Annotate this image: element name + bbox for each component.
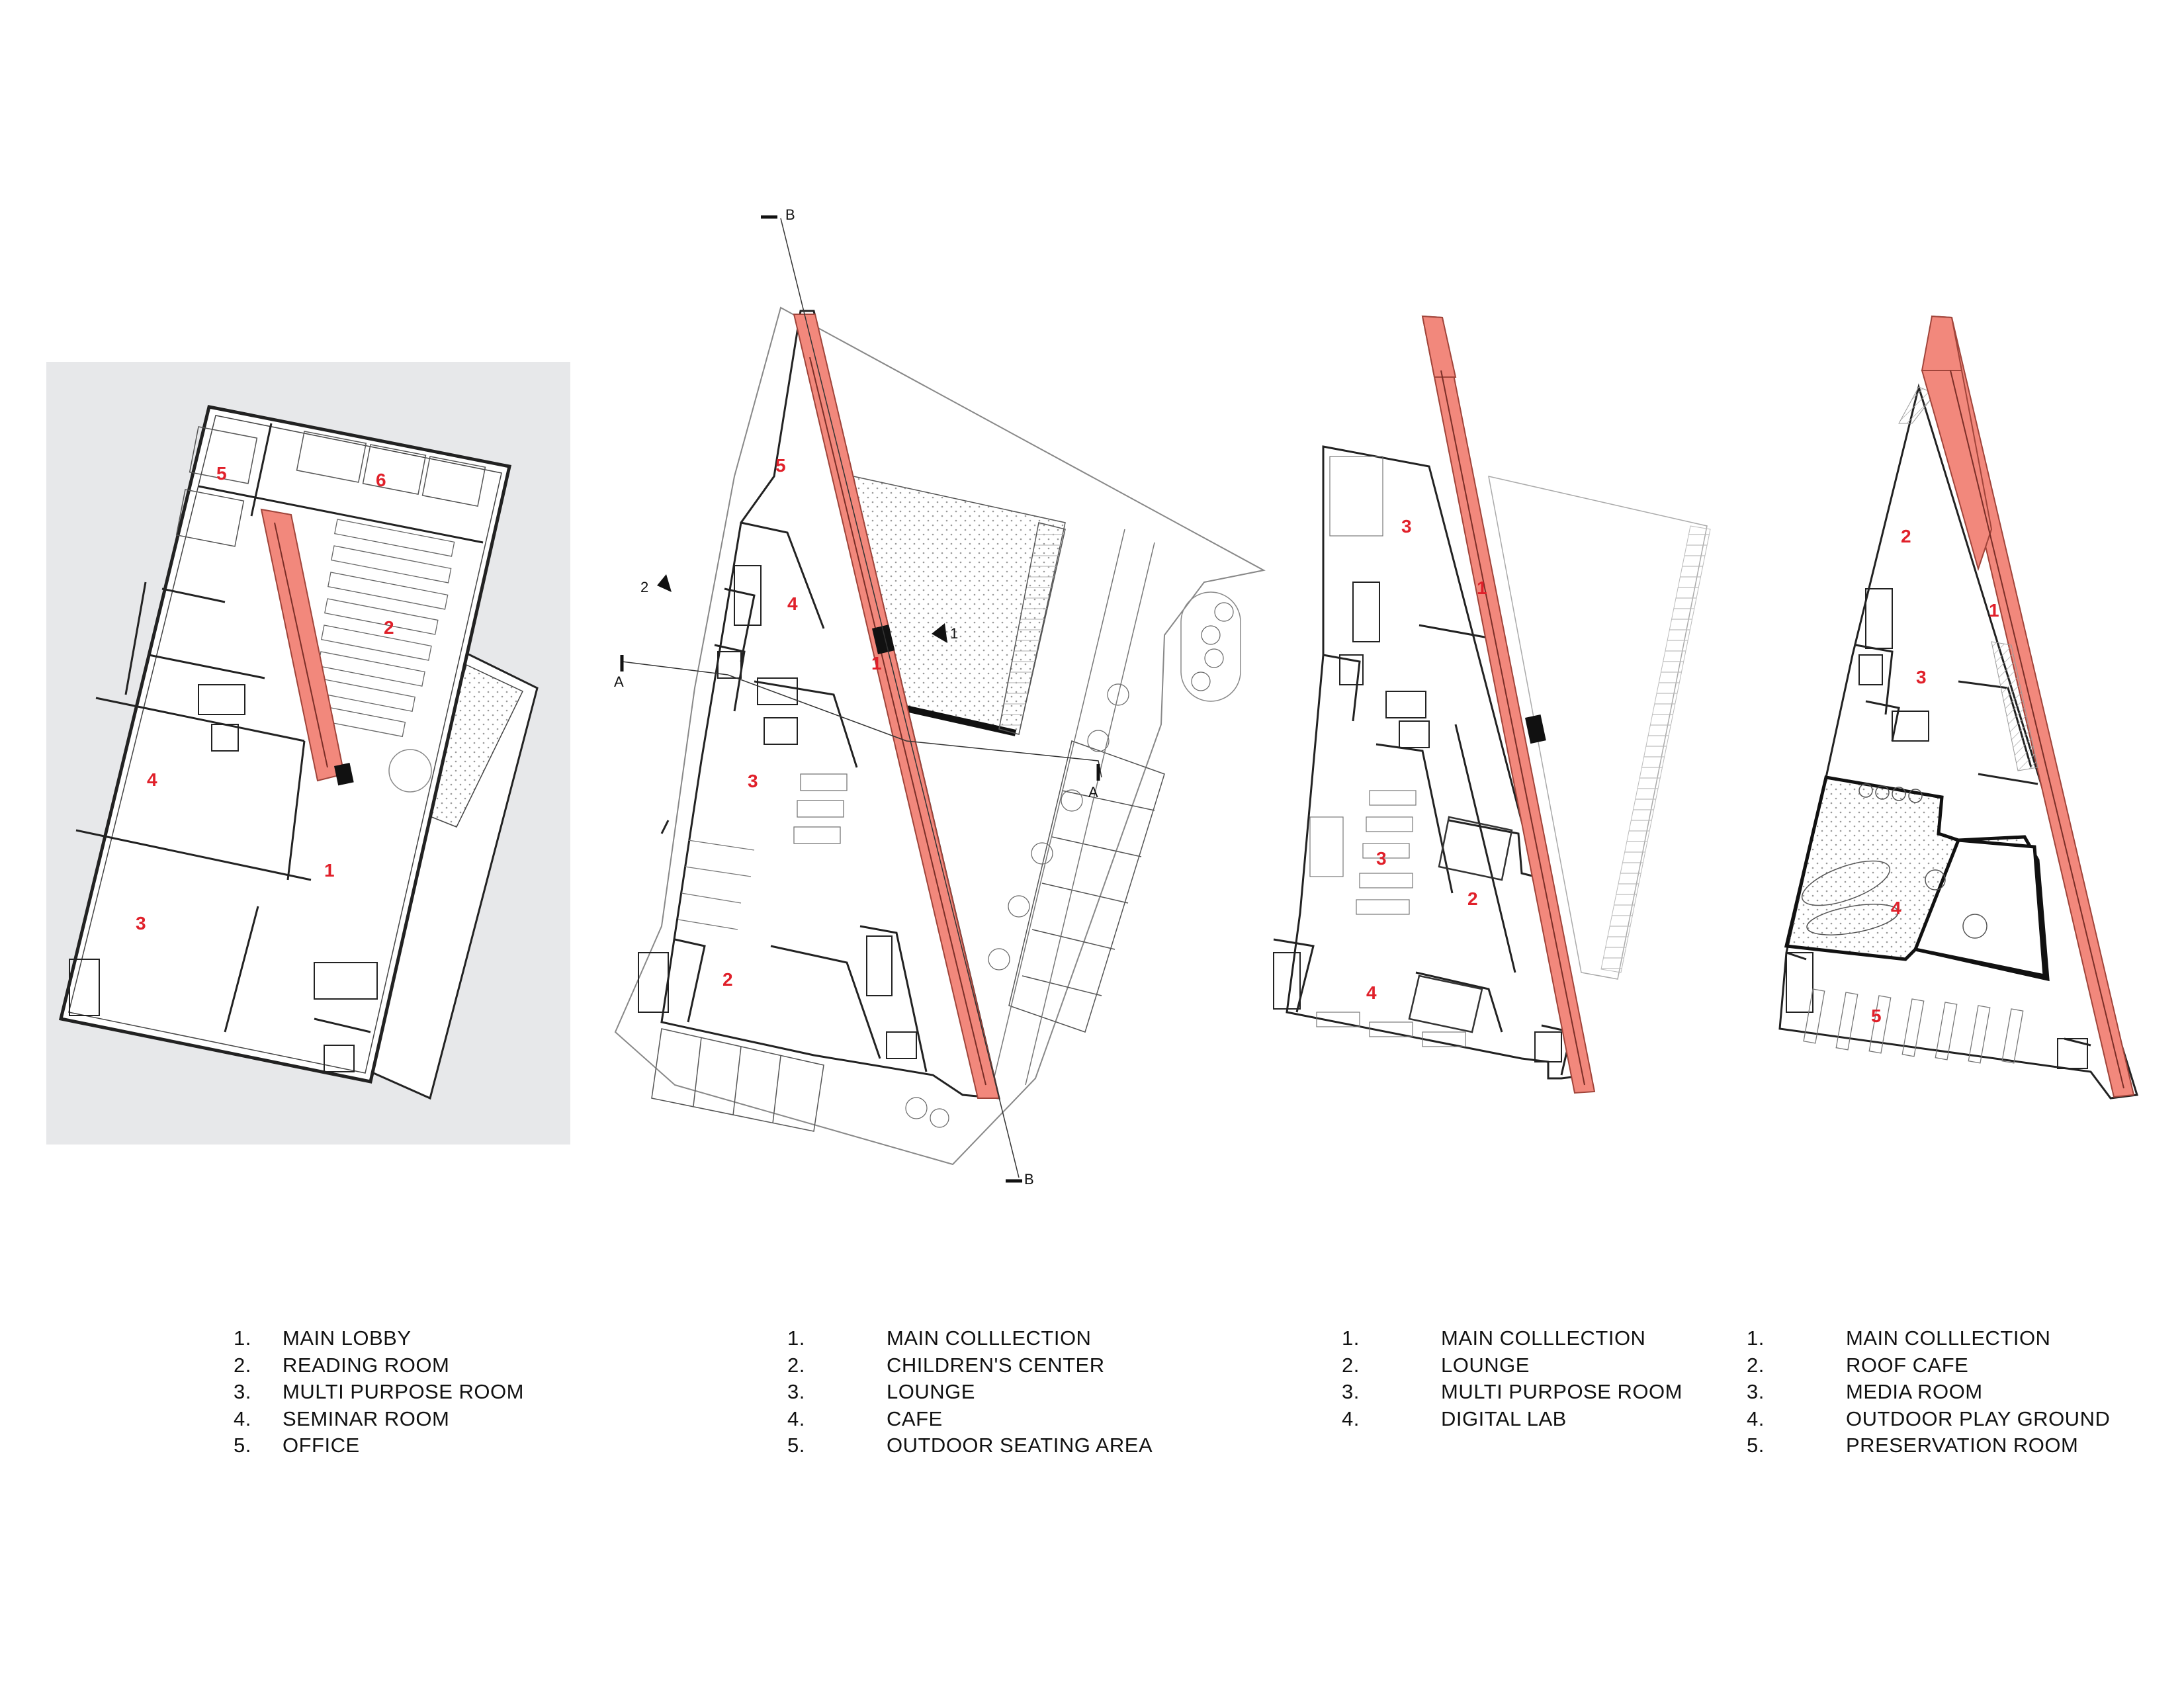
plan-3-room-3b: 3: [1376, 848, 1387, 869]
plan-3: 1 2 3 3 4: [1273, 315, 1711, 1094]
plan-1: 1 2 3 4 5 6: [46, 362, 570, 1145]
legend-number: 5.: [787, 1434, 805, 1457]
legend-number: 5.: [1747, 1434, 1765, 1457]
plan-3-room-2: 2: [1467, 888, 1478, 909]
plan-2-room-5: 5: [775, 455, 786, 476]
legend-label: CAFE: [887, 1406, 943, 1430]
legend-label: MULTI PURPOSE ROOM: [1441, 1380, 1682, 1403]
legend-label: SEMINAR ROOM: [283, 1406, 450, 1430]
legend-label: OFFICE: [283, 1434, 360, 1457]
legend-label: CHILDREN'S CENTER: [887, 1353, 1105, 1377]
legend-number: 5.: [234, 1434, 251, 1457]
legend-number: 4.: [234, 1406, 251, 1430]
section-b-bottom-label: B: [1024, 1171, 1034, 1188]
legend-number: 4.: [787, 1406, 805, 1430]
plan-1-room-5: 5: [216, 463, 227, 484]
legend-label: DIGITAL LAB: [1441, 1406, 1567, 1430]
view-marker-1-label: 1: [950, 625, 958, 642]
legend-number: 2.: [234, 1353, 251, 1377]
legend-number: 4.: [1747, 1406, 1765, 1430]
plan-4-room-4: 4: [1891, 898, 1901, 918]
plan-4-room-2: 2: [1901, 526, 1911, 546]
plan-4-room-1: 1: [1989, 600, 1999, 621]
plan-3-room-1: 1: [1477, 578, 1487, 598]
section-a-right-label: A: [1088, 784, 1098, 800]
legend-label: OUTDOOR PLAY GROUND: [1846, 1406, 2111, 1430]
plan-4-room-3: 3: [1916, 667, 1927, 687]
legend-label: OUTDOOR SEATING AREA: [887, 1434, 1153, 1457]
legend-number: 4.: [1342, 1406, 1360, 1430]
legend-number: 1.: [787, 1326, 805, 1350]
section-a-left-label: A: [614, 673, 624, 690]
plan-1-room-2: 2: [384, 617, 394, 638]
legend-number: 2.: [1342, 1353, 1360, 1377]
view-marker-2-arrow: [657, 574, 672, 592]
plan-4: 1 2 3 4 5: [1778, 315, 2138, 1100]
plan-4-room-5: 5: [1871, 1006, 1882, 1026]
plan-1-room-1: 1: [324, 860, 335, 881]
legend-label: PRESERVATION ROOM: [1846, 1434, 2079, 1457]
legend-label: MULTI PURPOSE ROOM: [283, 1380, 524, 1403]
section-b-top-label: B: [785, 206, 795, 223]
legend-label: MAIN LOBBY: [283, 1326, 412, 1350]
plan-1-room-6: 6: [376, 470, 386, 490]
legend-number: 3.: [234, 1380, 251, 1403]
legend-label: MAIN COLLLECTION: [1846, 1326, 2051, 1350]
view-marker-2-label: 2: [640, 579, 648, 595]
plan-2-room-1: 1: [871, 653, 882, 673]
view-marker-1-arrow: [932, 623, 947, 643]
plan-1-room-4: 4: [147, 769, 157, 790]
legend-label: MEDIA ROOM: [1846, 1380, 1983, 1403]
legend-number: 3.: [1342, 1380, 1360, 1403]
legend-label: MAIN COLLLECTION: [1441, 1326, 1646, 1350]
legend-number: 3.: [787, 1380, 805, 1403]
plan-3-outline: [1286, 445, 1589, 1080]
plan-1-outline: [58, 405, 512, 1084]
legend-label: LOUNGE: [887, 1380, 975, 1403]
legend-label: LOUNGE: [1441, 1353, 1530, 1377]
plan-3-room-3a: 3: [1401, 516, 1412, 537]
plan-2: B B A A 2 1 1 2 3 4 5: [614, 206, 1266, 1188]
legend-label: MAIN COLLLECTION: [887, 1326, 1092, 1350]
plan-2-room-4: 4: [787, 593, 798, 614]
plan-2-room-3: 3: [748, 771, 758, 791]
legend-label: ROOF CAFE: [1846, 1353, 1969, 1377]
plan-2-room-2: 2: [722, 969, 733, 990]
plan-2-site-boundary: [614, 306, 1266, 1166]
plan-3-room-4: 4: [1366, 982, 1377, 1003]
legend-number: 3.: [1747, 1380, 1765, 1403]
plan-3-roof-outline: [1488, 476, 1708, 980]
legend-number: 1.: [1342, 1326, 1360, 1350]
legend-number: 2.: [787, 1353, 805, 1377]
legend-number: 1.: [234, 1326, 251, 1350]
plan-1-room-3: 3: [136, 913, 146, 933]
legend-number: 1.: [1747, 1326, 1765, 1350]
legend-number: 2.: [1747, 1353, 1765, 1377]
legend-label: READING ROOM: [283, 1353, 450, 1377]
